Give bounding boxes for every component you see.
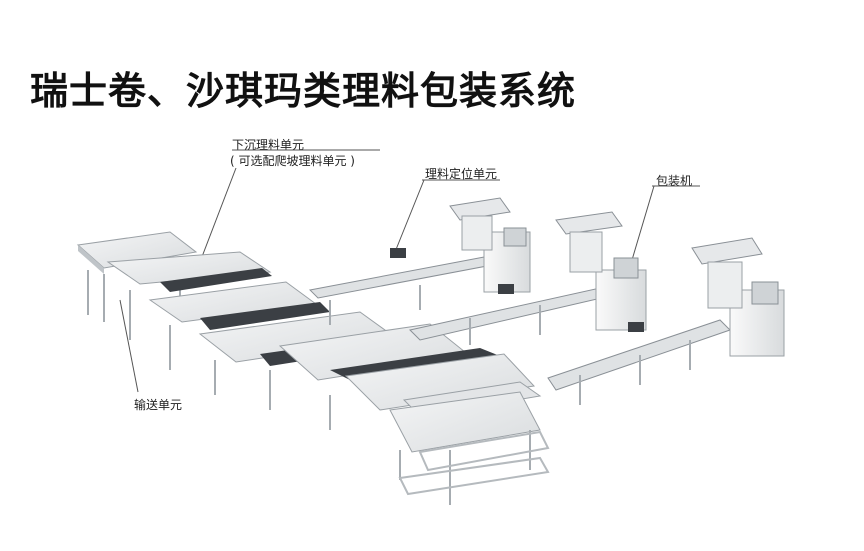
page-title: 瑞士卷、沙琪玛类理料包装系统	[30, 69, 577, 113]
sink-unit-row	[106, 251, 550, 505]
callout-conveyor-unit: 输送单元	[134, 398, 183, 412]
packaging-machine-1	[390, 197, 531, 293]
feed-conveyor-1	[76, 231, 198, 322]
packaging-machine-3	[628, 237, 785, 357]
leader-positioning	[394, 179, 425, 253]
positioning-lines	[308, 253, 731, 405]
leader-packaging	[631, 185, 655, 261]
callout-sink-unit: 下沉理料单元	[232, 138, 305, 152]
leader-lines	[119, 149, 700, 393]
leader-sink	[199, 167, 237, 263]
callout-positioning-unit: 理料定位单元	[425, 167, 498, 181]
packaging-machine-2	[498, 211, 647, 331]
callout-packaging-machine: 包装机	[656, 174, 693, 188]
callout-sink-unit-option: ( 可选配爬坡理料单元 )	[230, 154, 355, 168]
leader-conveyor	[119, 299, 139, 393]
